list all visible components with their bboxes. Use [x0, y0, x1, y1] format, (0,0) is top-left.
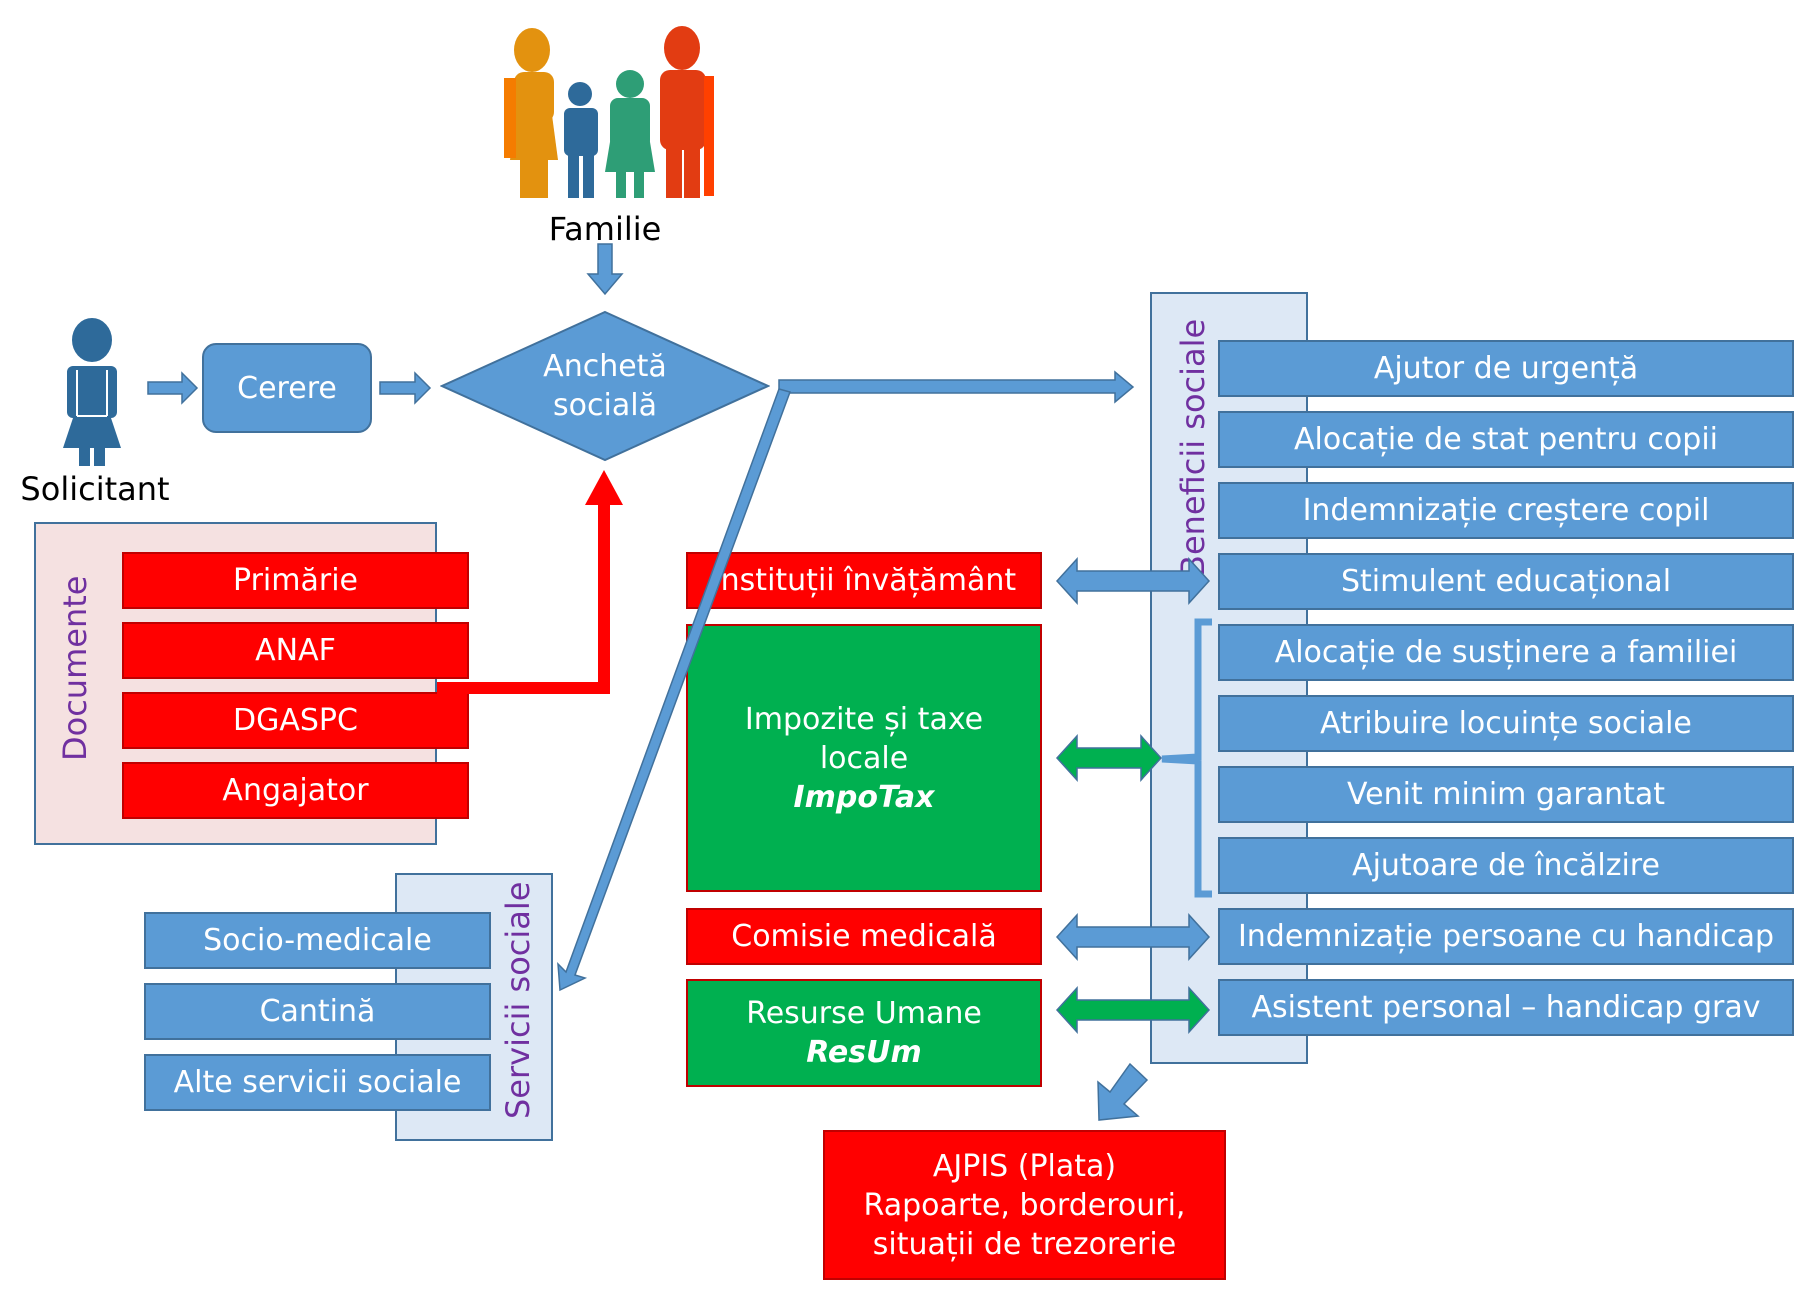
- benefits-title: Beneficii sociale: [1174, 318, 1212, 577]
- taxes-benefit-double-arrow: [1055, 734, 1163, 782]
- service-item[interactable]: Alte servicii sociale: [144, 1054, 491, 1111]
- father-figure-icon: [660, 26, 714, 198]
- documents-title: Documente: [56, 575, 94, 761]
- medical-commission-box[interactable]: Comisie medicală: [686, 908, 1042, 965]
- benefits-to-payment-arrow: [1097, 1062, 1149, 1121]
- boy-figure-icon: [564, 82, 598, 198]
- benefit-item[interactable]: Alocație de stat pentru copii: [1218, 411, 1794, 468]
- applicant-label: Solicitant: [20, 470, 170, 508]
- benefit-item[interactable]: Asistent personal – handicap grav: [1218, 979, 1794, 1036]
- hr-app-name: ResUm: [806, 1035, 922, 1070]
- human-resources-box[interactable]: Resurse Umane ResUm: [686, 979, 1042, 1087]
- family-to-inquiry-arrow: [586, 243, 624, 296]
- document-item[interactable]: Angajator: [122, 762, 469, 819]
- benefit-item[interactable]: Venit minim garantat: [1218, 766, 1794, 823]
- request-box[interactable]: Cerere: [202, 343, 372, 433]
- ajpis-payment-box[interactable]: AJPIS (Plata) Rapoarte, borderouri, situ…: [823, 1130, 1226, 1280]
- document-item[interactable]: Primărie: [122, 552, 469, 609]
- education-institutions-box[interactable]: Instituții învățământ: [686, 552, 1042, 609]
- payment-line-1: AJPIS (Plata): [932, 1148, 1117, 1184]
- request-to-inquiry-arrow: [379, 371, 432, 405]
- applicant-to-request-arrow: [147, 371, 199, 405]
- inquiry-to-benefits-arrow: [778, 370, 1135, 404]
- benefit-item[interactable]: Indemnizație persoane cu handicap: [1218, 908, 1794, 965]
- service-item[interactable]: Cantină: [144, 983, 491, 1040]
- taxes-line-2: locale: [819, 740, 909, 776]
- document-item[interactable]: DGASPC: [122, 692, 469, 749]
- social-inquiry-diamond[interactable]: Anchetă socială: [440, 310, 770, 462]
- benefit-item[interactable]: Stimulent educațional: [1218, 553, 1794, 610]
- girl-figure-icon: [605, 70, 655, 198]
- benefit-item[interactable]: Ajutoare de încălzire: [1218, 837, 1794, 894]
- local-taxes-box[interactable]: Impozite și taxe locale ImpoTax: [686, 624, 1042, 892]
- benefit-item[interactable]: Ajutor de urgență: [1218, 340, 1794, 397]
- inquiry-line-1: Anchetă: [543, 349, 667, 384]
- services-title: Servicii sociale: [499, 881, 537, 1119]
- applicant-icon: [55, 318, 130, 466]
- service-item[interactable]: Socio-medicale: [144, 912, 491, 969]
- payment-line-3: situații de trezorerie: [872, 1226, 1177, 1262]
- payment-line-2: Rapoarte, borderouri,: [863, 1187, 1186, 1223]
- taxes-line-1: Impozite și taxe: [744, 701, 984, 737]
- mother-figure-icon: [504, 28, 558, 198]
- family-label: Familie: [548, 210, 662, 248]
- benefit-item[interactable]: Indemnizație creștere copil: [1218, 482, 1794, 539]
- benefit-item[interactable]: Alocație de susținere a familiei: [1218, 624, 1794, 681]
- document-item[interactable]: ANAF: [122, 622, 469, 679]
- hr-line-1: Resurse Umane: [746, 996, 982, 1031]
- inquiry-line-2: socială: [553, 388, 657, 423]
- benefit-item[interactable]: Atribuire locuințe sociale: [1218, 695, 1794, 752]
- family-icon: [490, 20, 720, 200]
- taxes-app-name: ImpoTax: [793, 779, 935, 815]
